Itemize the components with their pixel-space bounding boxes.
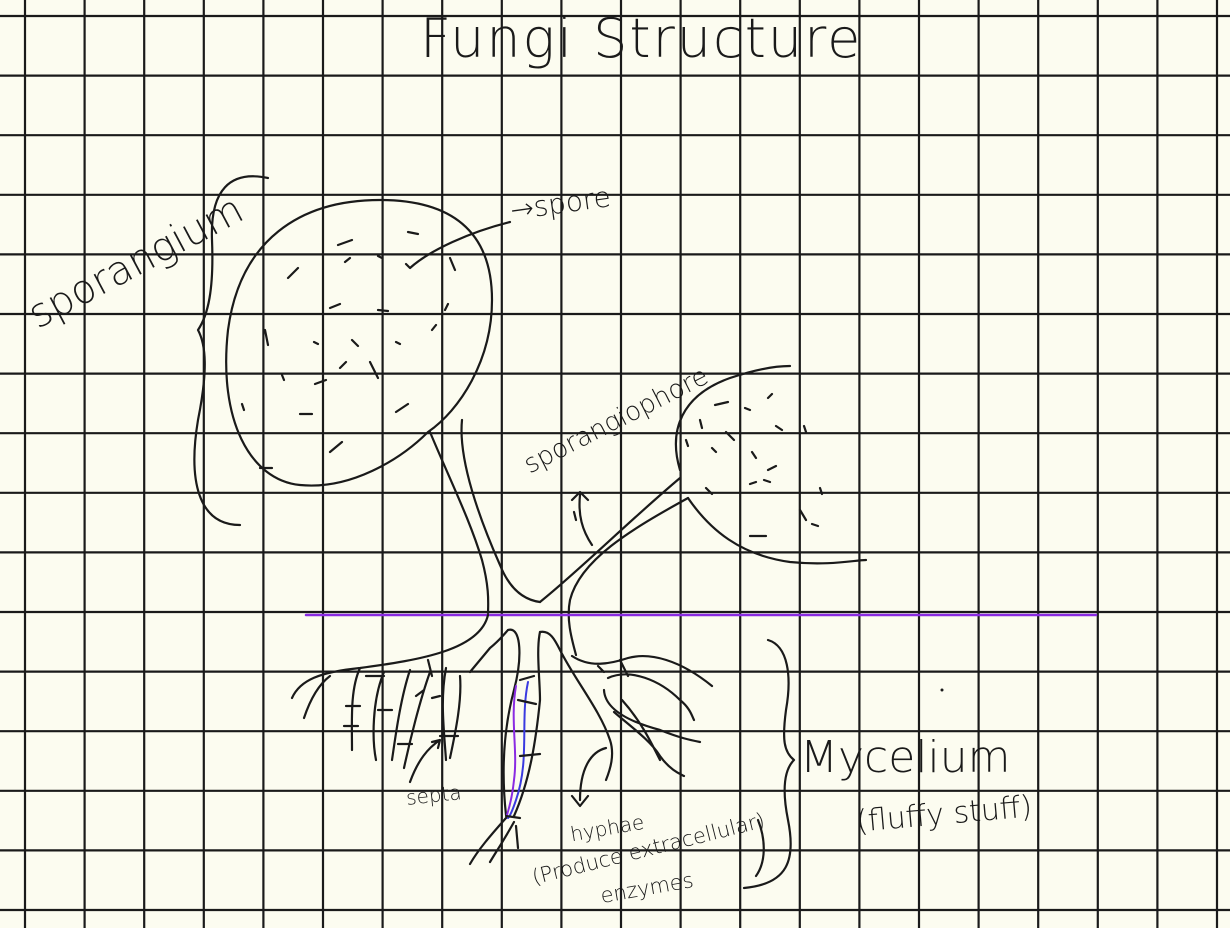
- label-mycelium: Mycelium: [800, 732, 1011, 783]
- sporangiophore-stalk-left: [428, 430, 490, 617]
- sporangium-brace: [193, 175, 270, 527]
- mycelium-brace: [742, 638, 796, 890]
- hyphae-left: [290, 613, 510, 770]
- hypha-highlight-outer: [505, 685, 517, 819]
- sporangium-small: [674, 364, 792, 472]
- sporangiophore-stalk-right: [538, 476, 682, 604]
- septa-pointer: [408, 738, 442, 784]
- page-title: Fungi Structure: [420, 7, 863, 70]
- hypha-cross: [504, 674, 542, 820]
- spore-pointer: [404, 220, 512, 270]
- hypha-highlight-inner: [507, 681, 529, 819]
- label-septa: septa: [404, 780, 463, 810]
- spore-marks-small: [684, 392, 824, 538]
- hyphae-right: [538, 630, 714, 782]
- sporangiophore-stalk-left-inner: [460, 418, 542, 604]
- spore-marks: [240, 230, 457, 470]
- sporangiophore-pointer: [570, 490, 594, 547]
- hypha-center: [502, 628, 542, 818]
- hypha-stub: [468, 816, 520, 866]
- sporangium-large: [225, 198, 494, 487]
- sporangiophore-stalk-right-inner: [567, 496, 690, 657]
- sporangium-small-base: [686, 496, 868, 565]
- hyphae-pointer: [570, 746, 608, 808]
- enzymes-paren-close: [754, 818, 765, 878]
